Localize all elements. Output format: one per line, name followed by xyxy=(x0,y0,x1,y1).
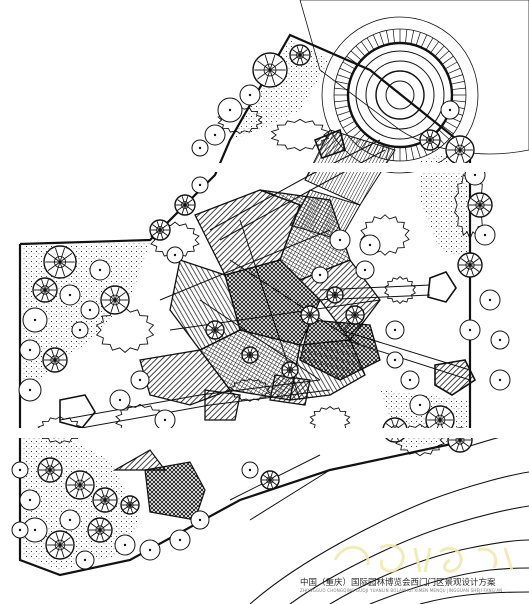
central-pavilion xyxy=(139,189,381,421)
trees xyxy=(11,44,511,570)
lower-pavilion xyxy=(112,449,206,521)
drawing-subcaption: ZHONGGUO CHONGQING GUOJI YUANLIN BOLANHU… xyxy=(300,588,503,593)
watermark-logo xyxy=(333,543,514,573)
scan-gaps xyxy=(0,163,529,438)
small-structures xyxy=(59,128,477,429)
contour-lines xyxy=(249,431,529,604)
amphitheatre xyxy=(299,0,529,174)
drawing-caption: 中国（重庆）国际园林博览会西门门区景观设计方案 xyxy=(300,578,496,588)
